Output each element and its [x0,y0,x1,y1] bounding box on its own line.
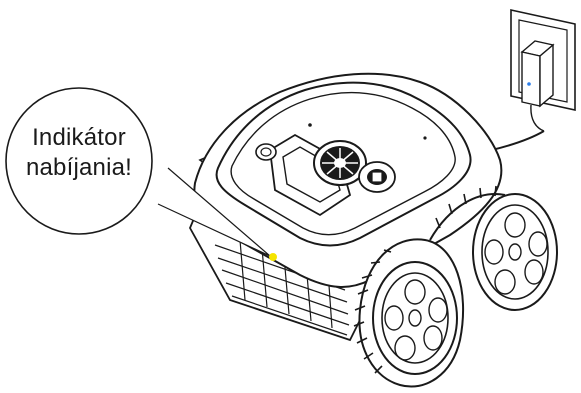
charging-adapter-icon [522,41,553,131]
callout-label-line1: Indikátor [6,123,152,153]
adapter-led-icon [527,82,531,86]
callout-label-line2: nabíjania! [6,153,152,183]
charging-indicator-icon [269,253,277,261]
track-wheel-rear [473,194,557,310]
